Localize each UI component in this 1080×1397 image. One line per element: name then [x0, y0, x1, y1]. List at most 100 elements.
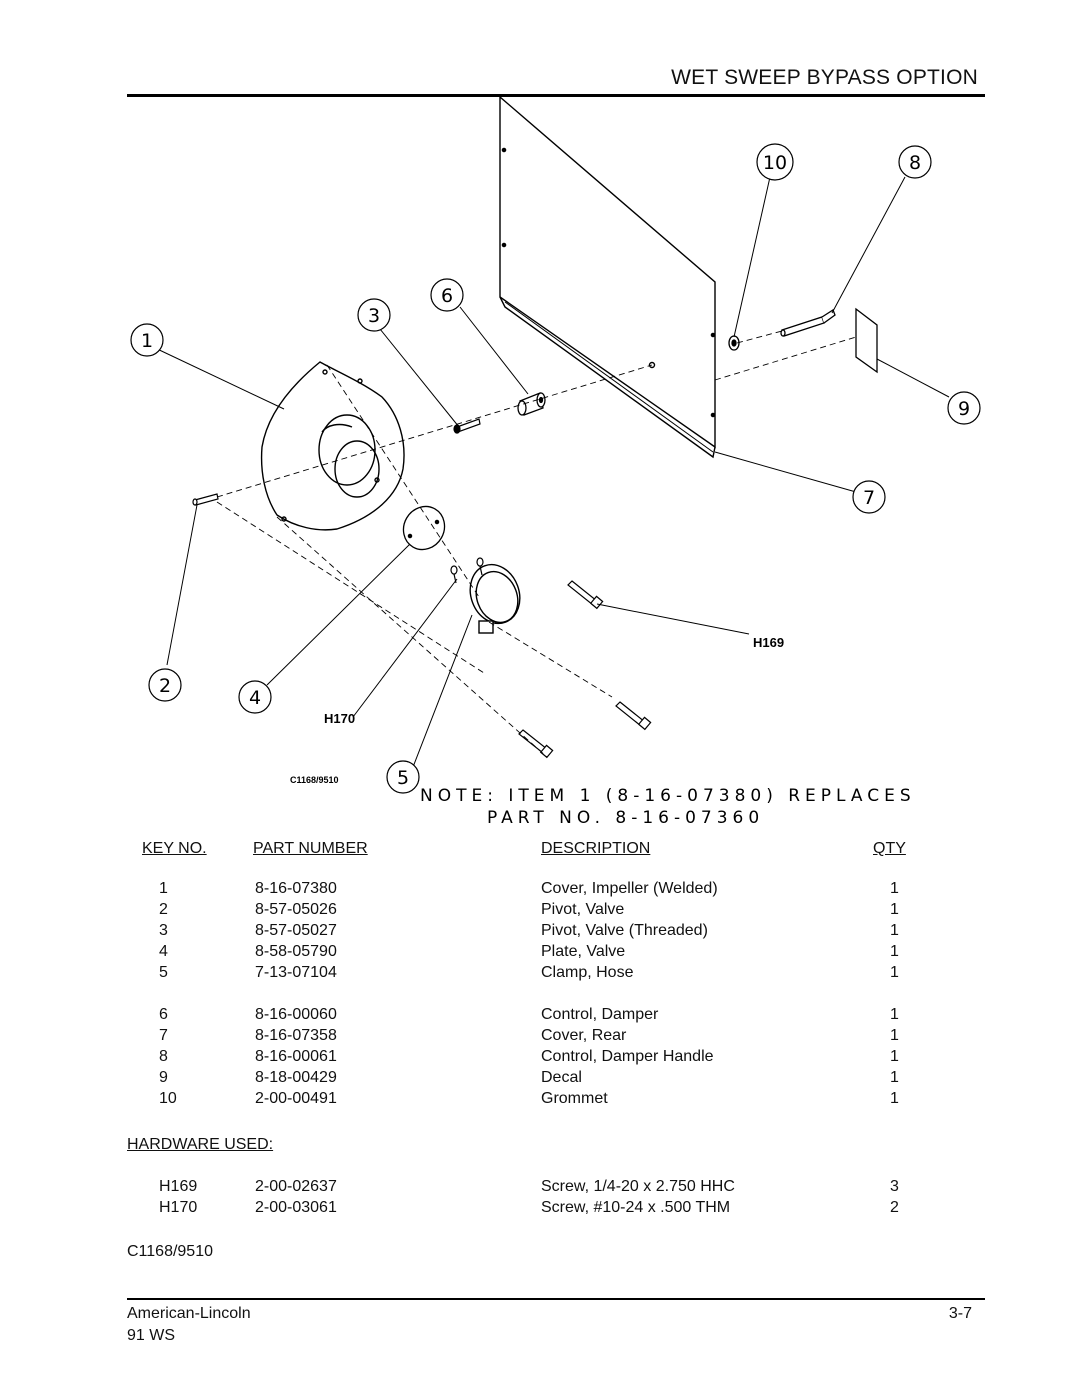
- description-cell: Grommet: [541, 1090, 608, 1107]
- callout-1: 1: [141, 330, 153, 352]
- description-cell: Cover, Impeller (Welded): [541, 880, 718, 897]
- table-row: 7 8-16-07358 Cover, Rear 1: [0, 1027, 1080, 1048]
- leader-lines: [152, 176, 950, 768]
- description-cell: Pivot, Valve (Threaded): [541, 922, 708, 939]
- table-row: 8 8-16-00061 Control, Damper Handle 1: [0, 1048, 1080, 1069]
- description-cell: Cover, Rear: [541, 1027, 627, 1044]
- header-part-number: PART NUMBER: [253, 840, 368, 857]
- label-h170: H170: [324, 711, 355, 726]
- callout-2: 2: [159, 675, 171, 697]
- parts-table-header: KEY NO. PART NUMBER DESCRIPTION QTY: [0, 840, 1080, 862]
- footer-model: 91 WS: [127, 1327, 176, 1344]
- table-row: 9 8-18-00429 Decal 1: [0, 1069, 1080, 1090]
- rear-cover-part: [499, 97, 716, 459]
- footer-brand: American-Lincoln: [127, 1305, 251, 1322]
- row-group-gap: [0, 985, 1080, 1006]
- description-cell: Control, Damper: [541, 1006, 659, 1023]
- description-cell: Decal: [541, 1069, 582, 1086]
- key-no-cell: 6: [159, 1006, 168, 1023]
- qty-cell: 1: [890, 1027, 899, 1044]
- page-title: WET SWEEP BYPASS OPTION: [671, 66, 978, 89]
- table-row: 3 8-57-05027 Pivot, Valve (Threaded) 1: [0, 922, 1080, 943]
- diagram-note-line2: PART NO. 8-16-07360: [487, 808, 764, 828]
- page-number: 3-7: [948, 1305, 972, 1322]
- header-qty: QTY: [873, 840, 906, 857]
- key-no-cell: 1: [159, 880, 168, 897]
- key-no-cell: H170: [159, 1199, 198, 1216]
- valve-plate-part: [402, 505, 446, 551]
- table-row: 4 8-58-05790 Plate, Valve 1: [0, 943, 1080, 964]
- qty-cell: 1: [890, 1006, 899, 1023]
- callout-8: 8: [909, 152, 921, 174]
- qty-cell: 1: [890, 922, 899, 939]
- diagram-svg: 1 2 3 4 5 6 7 8 9 10 H169 H170 C1168/951…: [130, 97, 981, 828]
- part-number-cell: 8-16-00060: [255, 1006, 337, 1023]
- description-cell: Pivot, Valve: [541, 901, 625, 918]
- key-no-cell: 8: [159, 1048, 168, 1065]
- table-row: 1 8-16-07380 Cover, Impeller (Welded) 1: [0, 880, 1080, 901]
- part-number-cell: 7-13-07104: [255, 964, 337, 981]
- qty-cell: 3: [890, 1178, 899, 1195]
- callout-4: 4: [249, 687, 261, 709]
- table-row: 10 2-00-00491 Grommet 1: [0, 1090, 1080, 1111]
- parts-list: 1 8-16-07380 Cover, Impeller (Welded) 1 …: [0, 880, 1080, 1111]
- header-divider: [127, 94, 985, 97]
- hardware-list: H169 2-00-02637 Screw, 1/4-20 x 2.750 HH…: [0, 1178, 1080, 1220]
- table-row: 6 8-16-00060 Control, Damper 1: [0, 1006, 1080, 1027]
- pivot-valve-part: [192, 493, 219, 506]
- callout-7: 7: [863, 487, 875, 509]
- qty-cell: 1: [890, 964, 899, 981]
- table-row: H169 2-00-02637 Screw, 1/4-20 x 2.750 HH…: [0, 1178, 1080, 1199]
- table-row: 2 8-57-05026 Pivot, Valve 1: [0, 901, 1080, 922]
- part-number-cell: 8-16-00061: [255, 1048, 337, 1065]
- callout-3: 3: [368, 305, 380, 327]
- key-no-cell: 10: [159, 1090, 177, 1107]
- description-cell: Clamp, Hose: [541, 964, 634, 981]
- description-cell: Plate, Valve: [541, 943, 626, 960]
- description-cell: Screw, 1/4-20 x 2.750 HHC: [541, 1178, 735, 1195]
- qty-cell: 1: [890, 1069, 899, 1086]
- part-number-cell: 8-18-00429: [255, 1069, 337, 1086]
- header-key-no: KEY NO.: [142, 840, 207, 857]
- hose-clamp-part: [469, 563, 521, 634]
- qty-cell: 1: [890, 880, 899, 897]
- decal-part: [855, 307, 878, 374]
- diagram-drawing-code: C1168/9510: [290, 775, 339, 785]
- qty-cell: 1: [890, 943, 899, 960]
- part-number-cell: 8-57-05027: [255, 922, 337, 939]
- key-no-cell: 9: [159, 1069, 168, 1086]
- key-no-cell: 4: [159, 943, 168, 960]
- hardware-used-label: HARDWARE USED:: [127, 1136, 274, 1153]
- callout-9: 9: [958, 398, 970, 420]
- description-cell: Control, Damper Handle: [541, 1048, 714, 1065]
- part-number-cell: 2-00-03061: [255, 1199, 337, 1216]
- qty-cell: 1: [890, 1090, 899, 1107]
- part-number-cell: 2-00-02637: [255, 1178, 337, 1195]
- qty-cell: 2: [890, 1199, 899, 1216]
- damper-handle-part: [780, 309, 836, 337]
- impeller-cover-part: [260, 361, 405, 531]
- damper-control-part: [517, 392, 546, 416]
- key-no-cell: 3: [159, 922, 168, 939]
- key-no-cell: 2: [159, 901, 168, 918]
- small-screws-h170: [450, 557, 484, 584]
- part-number-cell: 8-16-07380: [255, 880, 337, 897]
- key-no-cell: H169: [159, 1178, 198, 1195]
- qty-cell: 1: [890, 901, 899, 918]
- key-no-cell: 5: [159, 964, 168, 981]
- header-description: DESCRIPTION: [541, 840, 651, 857]
- part-number-cell: 8-57-05026: [255, 901, 337, 918]
- table-row: H170 2-00-03061 Screw, #10-24 x .500 THM…: [0, 1199, 1080, 1220]
- callout-circles: [130, 143, 981, 794]
- part-number-cell: 8-16-07358: [255, 1027, 337, 1044]
- callout-5: 5: [397, 767, 409, 789]
- callout-10: 10: [763, 152, 787, 174]
- diagram-note-line1: NOTE: ITEM 1 (8-16-07380) REPLACES: [420, 786, 916, 806]
- footer-divider: [127, 1298, 985, 1300]
- table-row: 5 7-13-07104 Clamp, Hose 1: [0, 964, 1080, 985]
- label-h169: H169: [753, 635, 784, 650]
- description-cell: Screw, #10-24 x .500 THM: [541, 1199, 731, 1216]
- long-screws-h169: [518, 580, 652, 759]
- qty-cell: 1: [890, 1048, 899, 1065]
- drawing-code: C1168/9510: [127, 1243, 213, 1260]
